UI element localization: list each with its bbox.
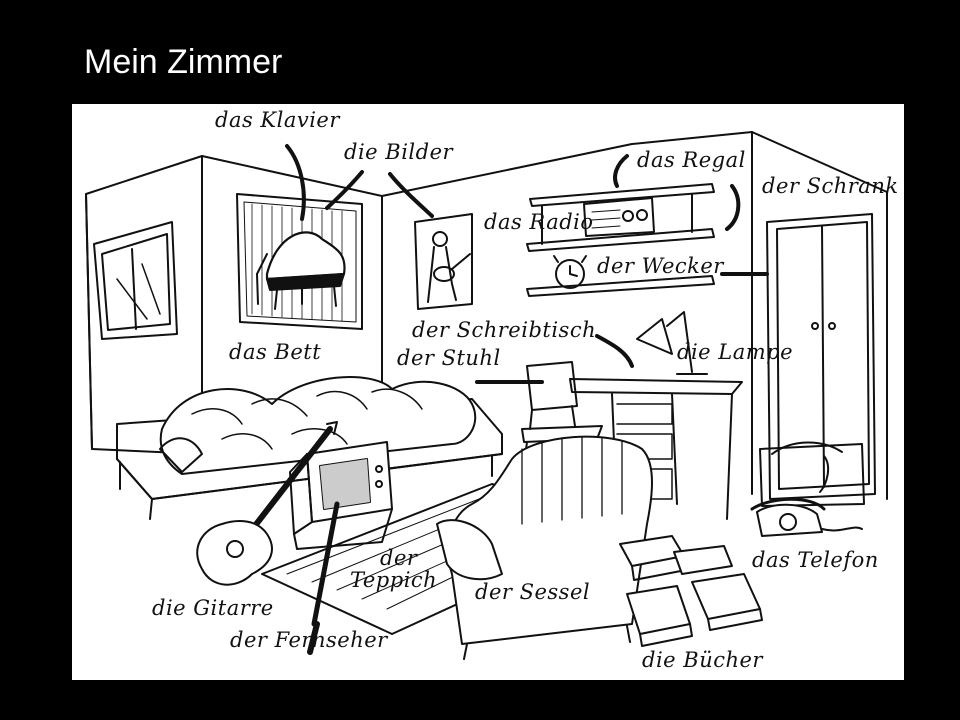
label-sessel: der Sessel [475,580,591,604]
piano-picture [236,193,363,330]
label-stuhl: der Stuhl [397,346,501,370]
label-telefon: das Telefon [752,548,879,572]
label-teppich-line1: der [380,546,418,570]
label-schrank: der Schrank [762,174,899,198]
armchair [436,435,653,660]
label-buecher: die Bücher [642,648,763,672]
television [289,441,393,550]
label-bilder: die Bilder [344,140,454,164]
label-fernseher: der Fernseher [230,628,388,652]
shelves [526,183,715,297]
label-bett: das Bett [229,340,322,364]
desk [569,378,743,520]
books [619,535,763,647]
label-teppich-line2: Teppich [350,568,438,592]
label-wecker: der Wecker [597,254,724,278]
label-schreibtisch: der Schreibtisch [412,318,597,342]
wardrobe [759,213,876,507]
room-drawing [85,131,888,660]
slide-title: Mein Zimmer [84,43,283,81]
label-radio: das Radio [484,210,594,234]
label-regal: das Regal [637,148,746,172]
room-illustration: das Klavier die Bilder das Regal der Sch… [72,104,904,680]
label-klavier: das Klavier [215,108,340,132]
pointer-arrows [285,144,769,655]
guitarist-picture [414,213,473,310]
guitar [196,421,338,586]
label-lampe: die Lampe [677,340,794,364]
lamp [636,311,708,375]
window [93,221,178,340]
telephone [750,497,863,537]
label-gitarre: die Gitarre [152,596,274,620]
